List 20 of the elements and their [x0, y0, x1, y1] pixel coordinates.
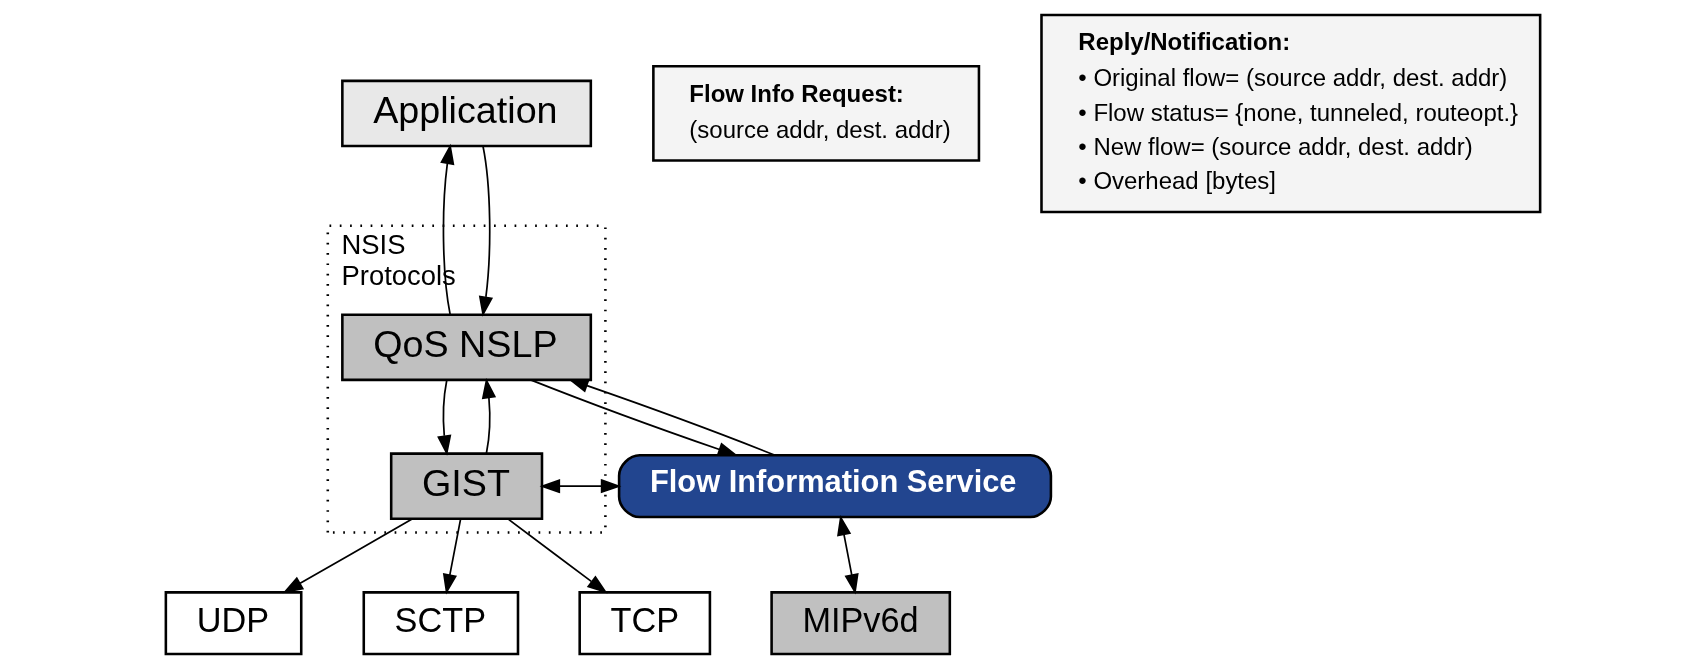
arrow	[567, 379, 776, 457]
node-box: Reply/Notification: • Original flow= (source addr, dest. addr) • Flow status= {none, tunneled, routeopt.} • New flow= (source addr, dest. addr) • Overhead [bytes]	[1039, 13, 1541, 214]
node-box: Flow Info Request: (source addr, dest. addr)	[651, 65, 980, 162]
arrow	[436, 379, 451, 456]
arrow	[529, 379, 738, 457]
node-box: GIST	[389, 452, 543, 520]
arrow	[836, 515, 859, 595]
node-box: SCTP	[362, 591, 519, 656]
arrow	[282, 518, 413, 594]
node-box: MIPv6d	[769, 591, 951, 656]
node-box: Flow Information Service	[617, 454, 1052, 519]
node-box: Application	[340, 79, 592, 148]
node-box: UDP	[164, 591, 302, 656]
arrow	[539, 478, 621, 494]
arrow	[442, 518, 461, 595]
arrow	[481, 377, 496, 455]
arrow	[478, 145, 493, 317]
node-box: QoS NSLP	[340, 313, 592, 382]
arrow	[439, 143, 454, 316]
node-box: TCP	[577, 591, 711, 656]
